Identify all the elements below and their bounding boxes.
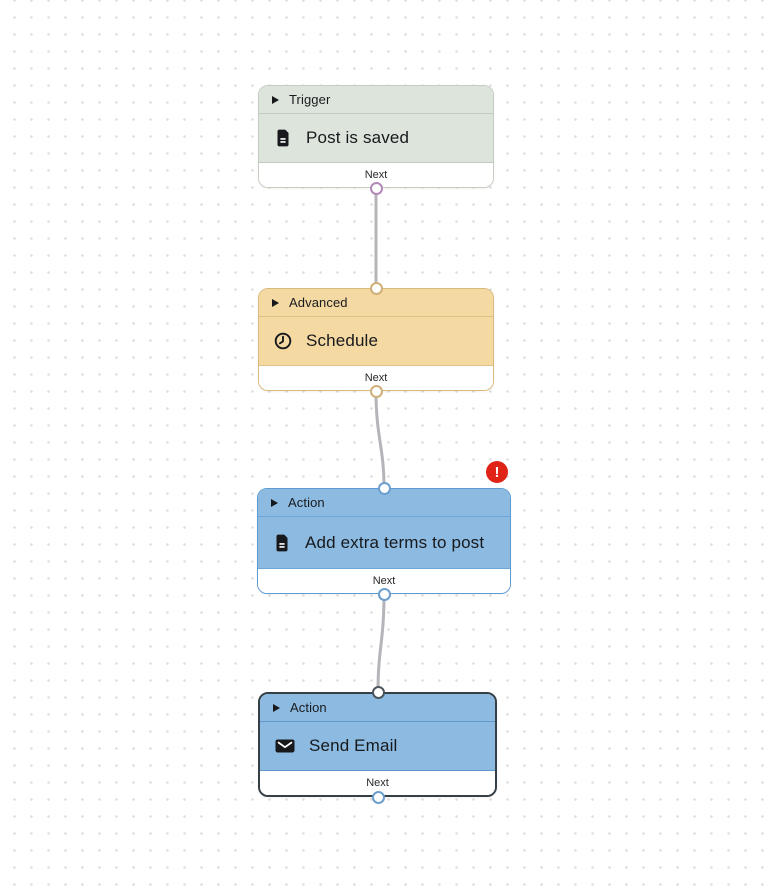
node-header[interactable]: Action [260, 694, 495, 722]
node-title: Schedule [306, 331, 379, 350]
node-body[interactable]: Add extra terms to post [258, 517, 510, 568]
document-icon [273, 128, 293, 148]
node-title: Post is saved [306, 128, 410, 147]
collapse-triangle-icon[interactable] [271, 498, 278, 507]
input-port-schedule[interactable] [369, 281, 383, 295]
node-body[interactable]: Send Email [260, 722, 495, 770]
next-label: Next [366, 777, 389, 789]
document-icon [272, 533, 292, 553]
node-action-add-extra-terms[interactable]: Action Add extra terms to post Next [257, 488, 511, 594]
collapse-triangle-icon[interactable] [272, 298, 279, 307]
input-port-add-extra-terms[interactable] [377, 481, 391, 495]
node-category-label: Action [288, 495, 325, 510]
output-port-add-extra-terms[interactable] [377, 587, 391, 601]
node-title: Send Email [309, 736, 398, 755]
node-header[interactable]: Trigger [259, 86, 493, 114]
input-port-send-email[interactable] [371, 685, 385, 699]
node-advanced-schedule[interactable]: Advanced Schedule Next [258, 288, 494, 391]
clock-icon [273, 331, 293, 351]
output-port-trigger[interactable] [369, 181, 383, 195]
node-category-label: Action [290, 700, 327, 715]
envelope-icon [274, 736, 296, 756]
node-footer: Next [259, 162, 493, 187]
node-body[interactable]: Schedule [259, 317, 493, 365]
node-category-label: Trigger [289, 92, 331, 107]
edge-addterms-to-sendemail[interactable] [376, 592, 386, 694]
edge-schedule-to-addterms[interactable] [374, 389, 386, 490]
error-badge-symbol: ! [494, 463, 500, 481]
node-title: Add extra terms to post [305, 532, 485, 552]
node-action-send-email[interactable]: Action Send Email Next [258, 692, 497, 797]
node-category-label: Advanced [289, 295, 348, 310]
node-body[interactable]: Post is saved [259, 114, 493, 162]
collapse-triangle-icon[interactable] [272, 95, 279, 104]
node-trigger-post-is-saved[interactable]: Trigger Post is saved Next [258, 85, 494, 188]
output-port-send-email[interactable] [371, 790, 385, 804]
error-badge[interactable]: ! [486, 461, 508, 483]
collapse-triangle-icon[interactable] [273, 703, 280, 712]
output-port-schedule[interactable] [369, 384, 383, 398]
next-label: Next [364, 372, 388, 384]
next-label: Next [372, 575, 396, 587]
next-label: Next [364, 169, 388, 181]
